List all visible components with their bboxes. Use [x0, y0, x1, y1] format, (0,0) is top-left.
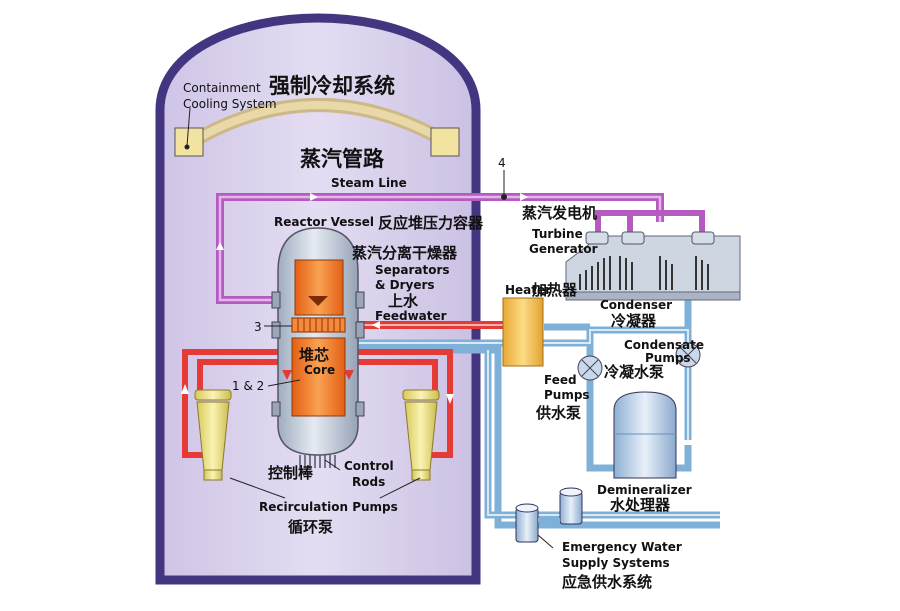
feedwater-line [355, 321, 503, 329]
label-recirculation-en: Recirculation Pumps [259, 500, 398, 514]
label-control-rods-en-2: Rods [352, 475, 385, 489]
recirculation-pump-right [402, 389, 440, 481]
label-condensate-zh: 冷凝水泵 [604, 363, 664, 381]
label-containment-en-2: Cooling System [183, 97, 277, 111]
label-emergency-zh: 应急供水系统 [562, 573, 652, 591]
label-control-rods-en-1: Control [344, 459, 394, 473]
separator-grid [291, 317, 346, 333]
label-core-en: Core [304, 363, 335, 377]
label-point-4: 4 [498, 156, 506, 170]
steam-line [216, 193, 705, 304]
label-turbine-zh: 蒸汽发电机 [522, 204, 597, 222]
label-containment-zh: 强制冷却系统 [269, 74, 395, 98]
label-separators-en-1: Separators [375, 263, 450, 277]
label-condensate-en-1: Condensate [624, 338, 704, 352]
emergency-water-tanks [515, 487, 583, 543]
label-separators-en-2: & Dryers [375, 278, 435, 292]
label-feedwater-zh: 上水 [388, 292, 419, 310]
label-turbine-en-1: Turbine [532, 227, 583, 241]
label-recirculation-zh: 循环泵 [288, 518, 333, 536]
reactor-core [291, 337, 346, 417]
label-condenser-en: Condenser [600, 298, 672, 312]
label-emergency-en-1: Emergency Water [562, 540, 682, 554]
label-containment-en-1: Containment [183, 81, 261, 95]
label-heater-zh: 加热器 [531, 281, 578, 299]
cooling-unit-right [430, 127, 460, 157]
label-emergency-en-2: Supply Systems [562, 556, 670, 570]
label-control-rods-zh: 控制棒 [268, 464, 314, 482]
label-feed-pumps-en-1: Feed [544, 373, 577, 387]
label-demineralizer-zh: 水处理器 [610, 496, 671, 514]
label-reactor-vessel-en: Reactor Vessel [274, 215, 374, 229]
turbine-generator [565, 231, 741, 293]
label-point-3: 3 [254, 320, 262, 334]
label-reactor-vessel-zh: 反应堆压力容器 [378, 214, 484, 232]
label-heater-en: Heater [505, 283, 551, 297]
label-condenser-zh: 冷凝器 [611, 312, 657, 330]
label-separators-zh: 蒸汽分离干燥器 [352, 244, 458, 262]
condenser-box [565, 291, 741, 301]
heater [502, 297, 544, 367]
label-feed-pumps-en-2: Pumps [544, 388, 590, 402]
label-condensate-en-2: Pumps [645, 351, 691, 365]
label-steam-line-en: Steam Line [331, 176, 407, 190]
control-rods [299, 455, 336, 468]
feed-pump-symbol [577, 355, 603, 381]
label-demineralizer-en: Demineralizer [597, 483, 692, 497]
label-feedwater-en: Feedwater [375, 309, 447, 323]
label-point-1-2: 1 & 2 [232, 379, 264, 393]
recirculation-pump-left [194, 389, 232, 481]
label-turbine-en-2: Generator [529, 242, 598, 256]
demineralizer-tank [613, 391, 677, 479]
cooling-unit-left [174, 127, 204, 157]
label-core-zh: 堆芯 [299, 346, 329, 364]
label-feed-pumps-zh: 供水泵 [535, 404, 581, 422]
label-steam-line-zh: 蒸汽管路 [300, 147, 385, 171]
separators-dryers [294, 259, 344, 316]
condensate-pump-symbol [675, 342, 701, 368]
